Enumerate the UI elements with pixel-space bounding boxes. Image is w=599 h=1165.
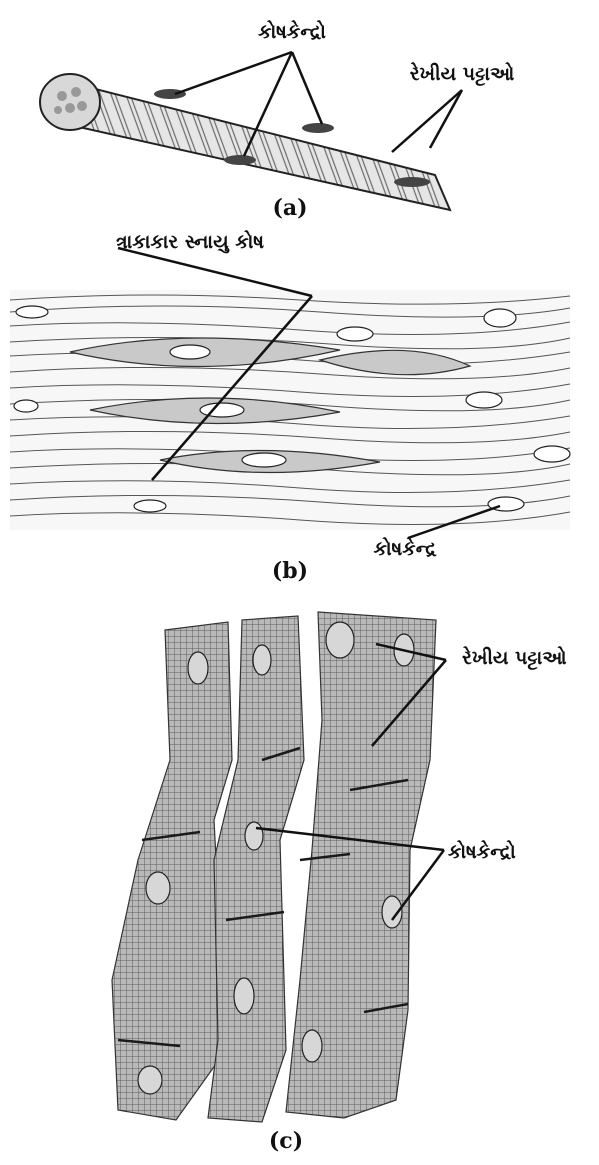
label-spindle-cell: ત્રાકાકાર સ્નાયુ કોષ xyxy=(116,230,264,253)
panel-b-smooth-muscle: ત્રાકાકાર સ્નાયુ કોષ કોષકેન્દ્ર (b) xyxy=(10,230,570,584)
caption-a: (a) xyxy=(272,195,307,221)
caption-c: (c) xyxy=(269,1128,303,1154)
label-striations-a: રેખીય પટ્ટાઓ xyxy=(410,62,515,86)
fibre-end-section xyxy=(40,74,100,130)
fibre-nucleus xyxy=(394,177,430,187)
panel-c-cardiac-muscle: રેખીય પટ્ટાઓ કોષકેન્દ્રો (c) xyxy=(112,612,567,1154)
label-nuclei-a: કોષકેન્દ્રો xyxy=(258,20,326,43)
fibre-nucleus xyxy=(302,123,334,133)
panel-a-skeletal-fibre: કોષકેન્દ્રો રેખીય પટ્ટાઓ (a) xyxy=(40,20,514,221)
label-nuclei-c: કોષકેન્દ્રો xyxy=(448,840,516,863)
caption-b: (b) xyxy=(272,558,308,584)
fibre-nucleus xyxy=(224,155,256,165)
label-nucleus-b: કોષકેન્દ્ર xyxy=(374,537,438,560)
label-striations-c: રેખીય પટ્ટાઓ xyxy=(462,646,567,670)
